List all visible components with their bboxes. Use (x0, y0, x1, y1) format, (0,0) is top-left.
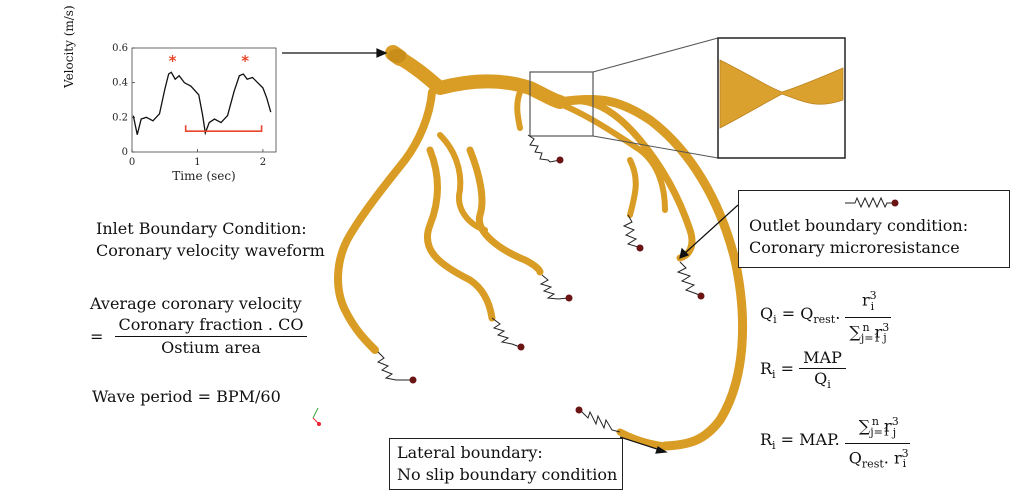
flow-equation: Qi = Qrest. r3i ∑j=1n r3j (760, 286, 891, 348)
wave-period-equation: Wave period = BPM/60 (92, 387, 281, 406)
lateral-boundary-box: Lateral boundary: No slip boundary condi… (389, 438, 623, 490)
terminal-dots (409, 156, 705, 414)
resistance-fraction-1: MAP Qi (799, 348, 846, 395)
velocity-line (132, 71, 272, 136)
resistor-icon (845, 196, 899, 209)
avg-velocity-numerator: Coronary fraction . CO (114, 314, 308, 337)
avg-velocity-label: Average coronary velocity (90, 294, 302, 313)
peak-marker: * (241, 52, 249, 70)
avg-velocity-fraction: Coronary fraction . CO Ostium area (114, 314, 308, 359)
axis-triad-icon (312, 407, 321, 426)
y-tick-label: 0.6 (112, 43, 128, 54)
x-tick-label: 0 (129, 157, 135, 168)
y-tick-label: 0.2 (112, 112, 128, 123)
aortic-ostium (388, 49, 406, 63)
x-tick-label: 2 (260, 157, 266, 168)
period-bracket (184, 125, 263, 132)
resistance-equation-2: Ri = MAP. ∑j=1n r3j Qrest. r3i (760, 412, 911, 474)
equals-sign: = (90, 326, 104, 346)
resistance-equation-1: Ri = MAP Qi (760, 348, 846, 395)
avg-velocity-equation: = Coronary fraction . CO Ostium area (90, 314, 308, 359)
plot-frame (131, 47, 277, 153)
callout-arrows (282, 48, 739, 454)
zoom-region (529, 71, 594, 137)
lateral-subtitle: No slip boundary condition (397, 465, 618, 484)
y-tick-label: 0 (122, 147, 128, 158)
resistor-springs (376, 134, 701, 433)
lateral-title: Lateral boundary: (397, 443, 543, 462)
x-tick-label: 1 (194, 157, 200, 168)
x-axis-label: Time (sec) (172, 169, 235, 183)
peak-marker: * (169, 52, 177, 70)
y-tick-label: 0.4 (112, 78, 128, 89)
chart-y-axis-label: Velocity (m/s) (62, 5, 76, 88)
inlet-subtitle: Coronary velocity waveform (96, 241, 325, 260)
avg-velocity-denominator: Ostium area (161, 338, 261, 357)
flow-fraction: r3i ∑j=1n r3j (845, 286, 891, 348)
outlet-title: Outlet boundary condition: (749, 216, 969, 235)
outlet-subtitle: Coronary microresistance (749, 238, 960, 257)
resistance-fraction-2: ∑j=1n r3j Qrest. r3i (844, 412, 911, 474)
outlet-boundary-box: Outlet boundary condition: Coronary micr… (738, 190, 1010, 268)
inlet-title: Inlet Boundary Condition: (96, 219, 307, 238)
